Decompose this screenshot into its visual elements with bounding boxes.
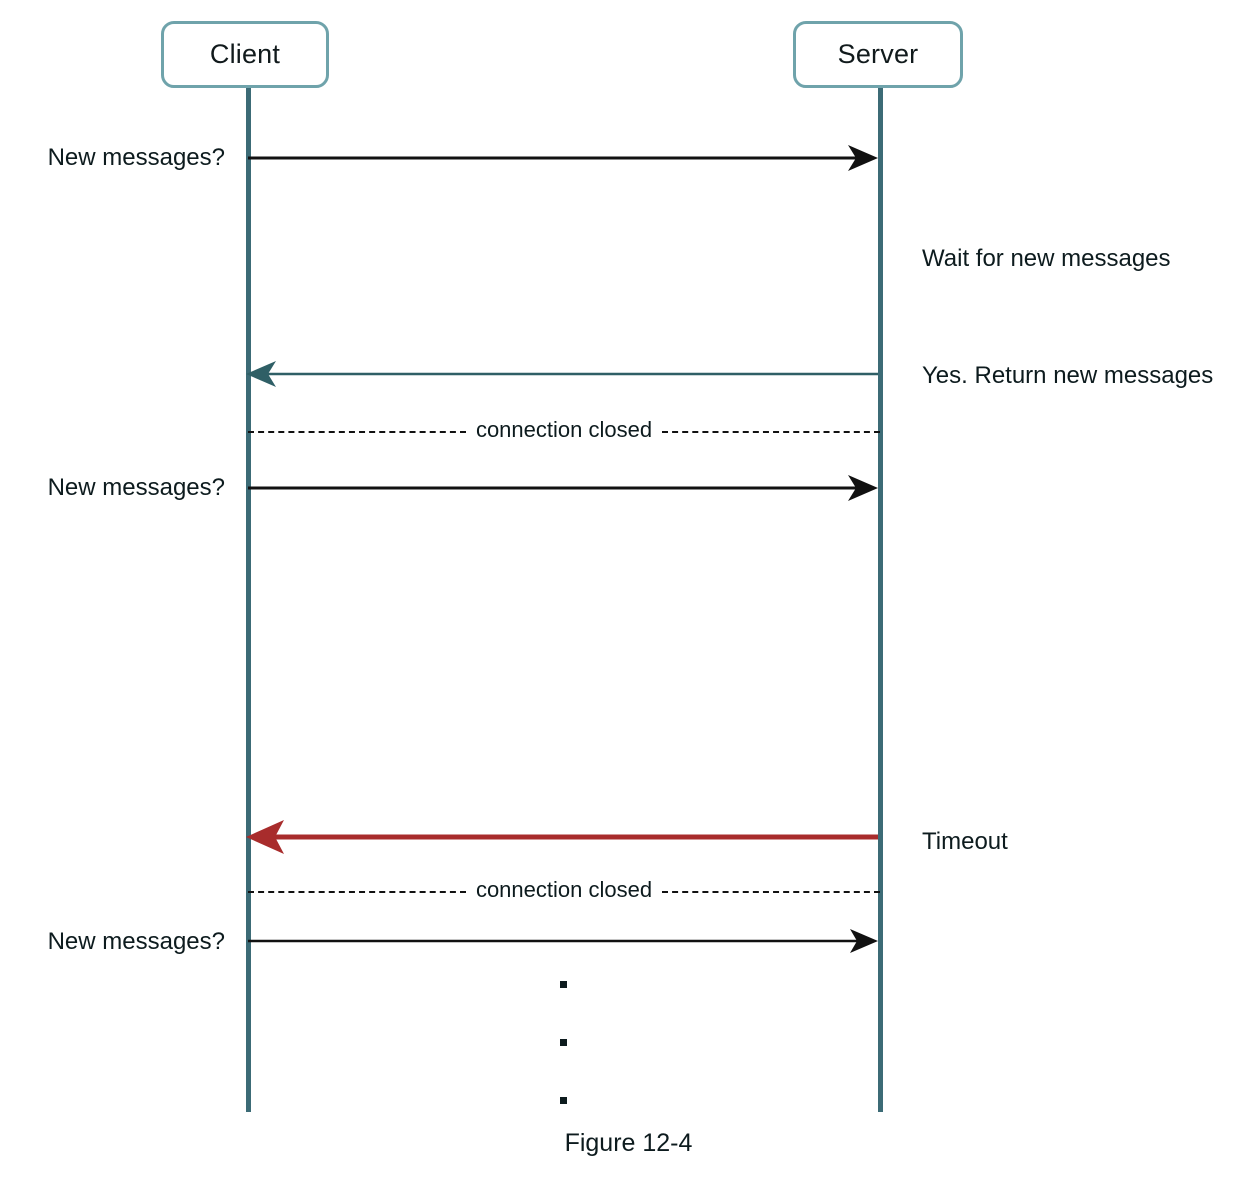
message-label-request-1: New messages? xyxy=(47,144,225,171)
message-label-response-1: Yes. Return new messages xyxy=(922,362,1214,389)
continuation-dot-2 xyxy=(560,1039,567,1046)
actor-label-client: Client xyxy=(209,39,281,69)
arrow-request-2 xyxy=(248,475,878,501)
actor-label-server: Server xyxy=(837,39,919,69)
connection-closed-dash-right xyxy=(662,431,880,433)
connection-closed-label-2: connection closed xyxy=(475,877,653,902)
arrow-request-3 xyxy=(248,929,878,953)
message-label-request-3: New messages? xyxy=(47,928,225,955)
lifeline-server xyxy=(878,86,883,1112)
message-label-request-2: New messages? xyxy=(47,474,225,501)
arrow-response-1 xyxy=(246,361,878,387)
figure-caption: Figure 12-4 xyxy=(564,1129,693,1157)
connection-closed-label-1: connection closed xyxy=(475,417,653,442)
note-label-wait-for-new-messages: Wait for new messages xyxy=(922,245,1171,272)
message-label-timeout: Timeout xyxy=(922,828,1008,855)
connection-closed-dash-left-2 xyxy=(248,891,466,893)
connection-closed-dash-right-2 xyxy=(662,891,880,893)
actor-box-server[interactable]: Server xyxy=(793,21,963,88)
connection-closed-row-1: connection closed xyxy=(248,417,880,444)
continuation-dot-1 xyxy=(560,981,567,988)
connection-closed-row-2: connection closed xyxy=(248,877,880,904)
connection-closed-dash-left xyxy=(248,431,466,433)
lifeline-client xyxy=(246,86,251,1112)
arrow-timeout xyxy=(246,820,878,854)
continuation-dot-3 xyxy=(560,1097,567,1104)
arrow-request-1 xyxy=(248,145,878,171)
actor-box-client[interactable]: Client xyxy=(161,21,329,88)
